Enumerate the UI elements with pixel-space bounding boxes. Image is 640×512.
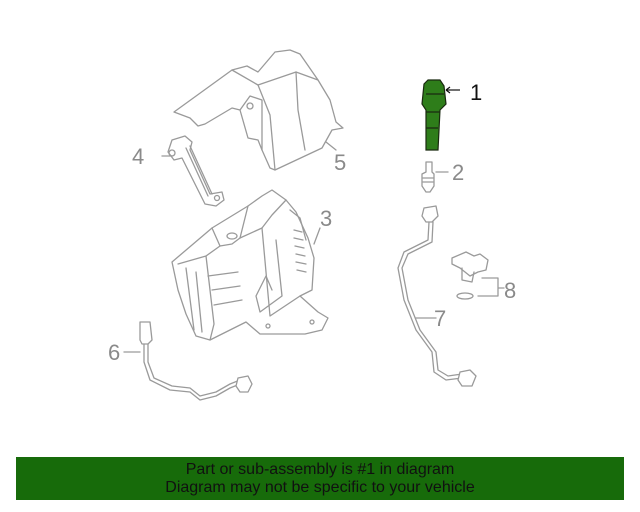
callout-1: 1 [470, 80, 482, 105]
bracket-part [167, 135, 225, 207]
callout-6: 6 [108, 340, 120, 365]
harness-7-part [397, 205, 477, 387]
callout-7: 7 [434, 306, 446, 331]
cam-sensor-part [451, 251, 489, 300]
cover-part [173, 49, 344, 171]
callout-8: 8 [504, 278, 516, 303]
banner-line-1: Part or sub-assembly is #1 in diagram [185, 461, 455, 478]
callout-2: 2 [452, 160, 464, 185]
callout-4: 4 [132, 144, 144, 169]
ignition-coil-part [421, 79, 460, 151]
banner-line-2: Diagram may not be specific to your vehi… [165, 479, 475, 496]
spark-plug-part [421, 161, 435, 193]
info-banner: Part or sub-assembly is #1 in diagram Di… [16, 457, 624, 500]
harness-6-part [139, 321, 253, 401]
callout-5: 5 [334, 150, 346, 175]
callout-3: 3 [320, 206, 332, 231]
module-part [171, 189, 329, 341]
leader-lines [123, 141, 505, 353]
